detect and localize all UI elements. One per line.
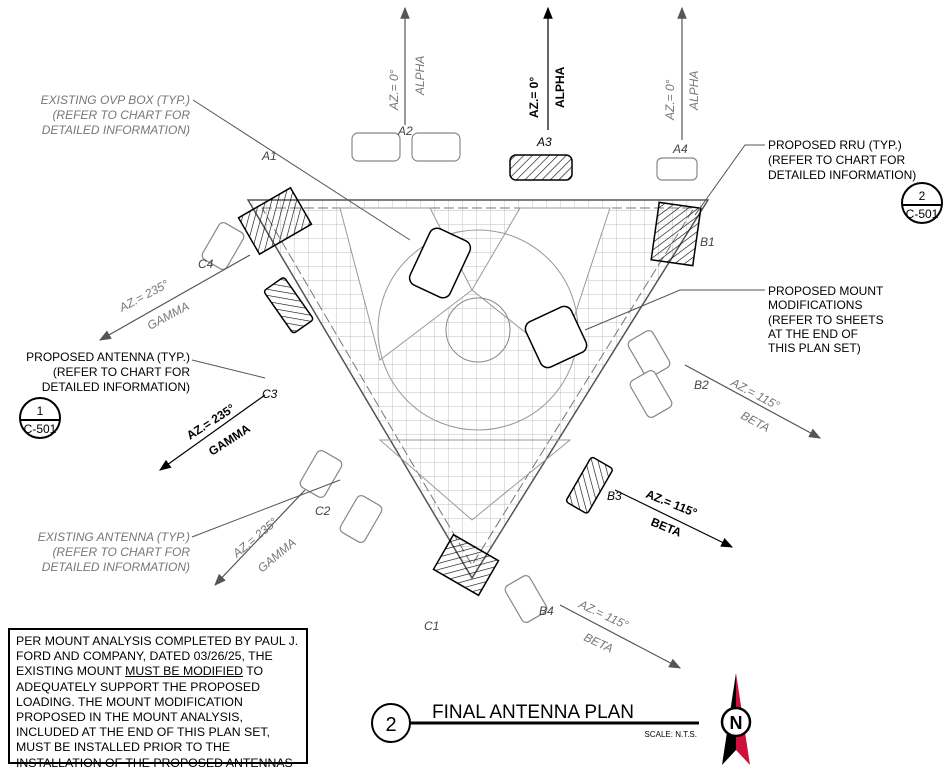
az-label: AZ.= 115° <box>576 597 631 633</box>
callout-line: AT THE END OF <box>768 327 858 341</box>
sector-name: ALPHA <box>687 71 701 111</box>
sector-name: GAMMA <box>145 299 192 333</box>
az-label: AZ.= 115° <box>728 375 782 413</box>
position-label: A2 <box>397 124 413 138</box>
callout-line: DETAILED INFORMATION) <box>768 168 916 182</box>
north-letter: N <box>730 713 743 733</box>
position-label: C1 <box>424 619 439 633</box>
title-number: 2 <box>385 714 396 736</box>
callout-ovp: EXISTING OVP BOX (TYP.) (REFER TO CHART … <box>41 93 191 137</box>
callout-line: DETAILED INFORMATION) <box>42 560 190 574</box>
detail-ref-2[interactable]: 2 C-501 <box>901 182 943 224</box>
ovp-boxes <box>408 227 588 369</box>
detail-ref-1[interactable]: 1 C-501 <box>19 397 61 439</box>
sector-name: BETA <box>649 515 684 540</box>
note-text: PER MOUNT ANALYSIS COMPLETED BY PAUL J. … <box>16 634 299 679</box>
callout-line: DETAILED INFORMATION) <box>42 380 190 394</box>
position-label: A4 <box>672 142 688 156</box>
existing-antennas <box>201 132 698 623</box>
callout-mount: PROPOSED MOUNT MODIFICATIONS (REFER TO S… <box>768 284 884 355</box>
az-label: AZ.= 0° <box>387 69 401 111</box>
leaders <box>191 99 765 538</box>
position-label: C4 <box>198 257 214 271</box>
sector-name: BETA <box>582 630 616 656</box>
north-arrow-icon: N <box>720 673 752 765</box>
callout-line: EXISTING OVP BOX (TYP.) <box>41 93 190 107</box>
callout-line: (REFER TO CHART FOR <box>53 365 190 379</box>
callout-line: DETAILED INFORMATION) <box>42 123 190 137</box>
sector-name: GAMMA <box>255 535 299 575</box>
az-label: AZ.= 0° <box>663 79 677 121</box>
position-label: B4 <box>539 604 554 618</box>
note-emphasis: MUST BE MODIFIED <box>125 664 244 679</box>
detail-sheet: C-501 <box>906 207 939 221</box>
position-label: A3 <box>536 135 552 149</box>
callout-antenna: PROPOSED ANTENNA (TYP.) (REFER TO CHART … <box>26 350 190 394</box>
position-label: B2 <box>694 378 709 392</box>
detail-sheet: C-501 <box>24 422 57 436</box>
callout-line: EXISTING ANTENNA (TYP.) <box>38 530 190 544</box>
position-label: B1 <box>700 235 715 249</box>
callout-line: THIS PLAN SET) <box>768 341 861 355</box>
callout-line: PROPOSED MOUNT <box>768 284 884 298</box>
azimuth-arrows <box>98 6 822 669</box>
sector-name: ALPHA <box>553 66 567 108</box>
az-label: AZ.= 0° <box>527 77 541 118</box>
callout-line: (REFER TO SHEETS <box>768 313 884 327</box>
proposed-antennas <box>237 154 702 597</box>
callout-line: PROPOSED ANTENNA (TYP.) <box>26 350 190 364</box>
detail-num: 2 <box>919 189 926 203</box>
title-text: FINAL ANTENNA PLAN <box>432 702 634 723</box>
position-label: C3 <box>262 387 278 401</box>
az-label: AZ.= 115° <box>644 487 699 520</box>
callout-line: (REFER TO CHART FOR <box>768 153 905 167</box>
callout-line: (REFER TO CHART FOR <box>52 545 190 559</box>
callout-line: MODIFICATIONS <box>768 298 862 312</box>
sector-name: ALPHA <box>413 56 427 96</box>
callout-line: (REFER TO CHART FOR <box>52 108 190 122</box>
az-label: AZ.= 235° <box>116 277 171 315</box>
position-label: B3 <box>607 489 622 503</box>
position-label: C2 <box>315 504 331 518</box>
mount-analysis-note: PER MOUNT ANALYSIS COMPLETED BY PAUL J. … <box>8 628 308 773</box>
note-text: TO ADEQUATELY SUPPORT THE PROPOSED LOADI… <box>16 664 293 773</box>
callout-rru: PROPOSED RRU (TYP.) (REFER TO CHART FOR … <box>768 138 916 182</box>
callout-existing-antenna: EXISTING ANTENNA (TYP.) (REFER TO CHART … <box>38 530 191 574</box>
drawing-title: 2 FINAL ANTENNA PLAN SCALE: N.T.S. <box>371 702 699 743</box>
sector-name: BETA <box>739 408 772 435</box>
callout-line: PROPOSED RRU (TYP.) <box>768 138 902 152</box>
position-label: A1 <box>261 149 277 163</box>
detail-num: 1 <box>37 404 44 418</box>
position-labels: A1 A2 A3 A4 B1 B2 B3 B4 C1 C2 C3 C4 <box>198 124 715 633</box>
scale-text: SCALE: N.T.S. <box>645 730 697 739</box>
